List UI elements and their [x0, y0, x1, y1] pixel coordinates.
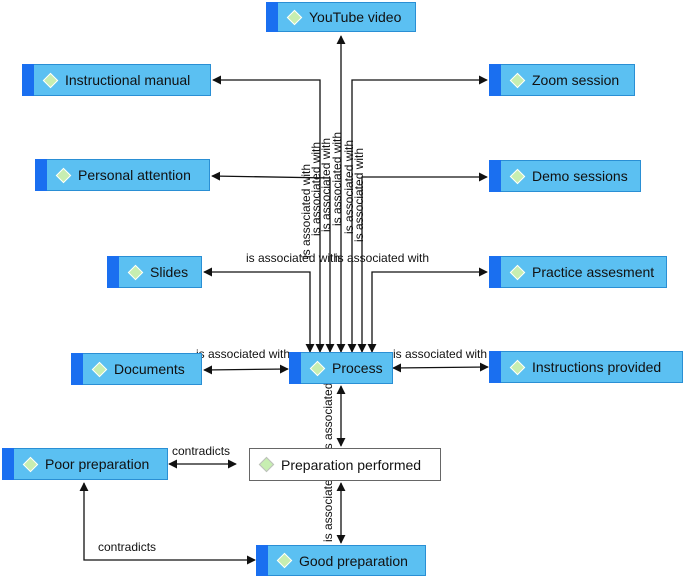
- node-bar: [266, 2, 278, 32]
- edge-label-poor-good: contradicts: [98, 540, 157, 554]
- diamond-icon: [509, 72, 526, 88]
- node-bar: [489, 64, 501, 96]
- node-label: Slides: [150, 264, 189, 280]
- edge-process-slides: [203, 267, 315, 353]
- diamond-icon: [127, 264, 144, 280]
- node-bar: [107, 256, 119, 288]
- node-preparation-performed[interactable]: Preparation performed: [238, 448, 441, 481]
- node-process[interactable]: Process: [289, 352, 393, 384]
- node-label: Process: [332, 360, 383, 376]
- diamond-icon: [22, 456, 39, 472]
- diamond-icon: [309, 360, 326, 376]
- diamond-icon: [91, 361, 108, 377]
- node-practice-assesment[interactable]: Practice assesment: [489, 256, 667, 288]
- node-label: Preparation performed: [281, 456, 422, 473]
- node-label: Instructional manual: [65, 72, 191, 88]
- node-bar: [71, 353, 83, 385]
- edge-label-poor-prep: contradicts: [172, 444, 231, 458]
- edge-process-documents: [203, 364, 289, 375]
- node-documents[interactable]: Documents: [71, 353, 202, 385]
- node-instructions-provided[interactable]: Instructions provided: [489, 351, 683, 383]
- edge-label-practice-h: is associated with: [335, 251, 430, 265]
- node-label: YouTube video: [309, 9, 402, 25]
- node-poor-preparation[interactable]: Poor preparation: [2, 448, 168, 480]
- diamond-icon: [509, 359, 526, 375]
- diamond-icon: [276, 552, 293, 569]
- node-label: Poor preparation: [45, 456, 150, 472]
- edge-process-personal: [211, 171, 335, 353]
- edge-label-slides-h: is associated with: [246, 251, 341, 265]
- edge-process-practice: [367, 267, 488, 353]
- node-zoom-session[interactable]: Zoom session: [489, 64, 635, 96]
- edge-label-documents: is associated with: [196, 347, 291, 361]
- edge-label-instructions: is associated with: [393, 347, 488, 361]
- node-slides[interactable]: Slides: [107, 256, 202, 288]
- node-good-preparation[interactable]: Good preparation: [256, 545, 426, 576]
- diamond-icon: [55, 167, 72, 183]
- node-label: Zoom session: [532, 72, 620, 88]
- node-label: Good preparation: [299, 552, 408, 569]
- diamond-icon: [42, 72, 59, 88]
- node-instructional-manual[interactable]: Instructional manual: [22, 64, 211, 96]
- diamond-icon: [509, 264, 526, 280]
- node-bar: [489, 351, 501, 383]
- diamond-icon: [286, 9, 303, 25]
- edge-poor-good: [79, 482, 256, 565]
- edge-process-instructions: [392, 362, 489, 373]
- node-bar: [238, 448, 250, 481]
- edge-process-demo: [357, 172, 488, 353]
- node-bar: [256, 545, 268, 576]
- node-demo-sessions[interactable]: Demo sessions: [489, 160, 641, 192]
- diamond-icon: [509, 168, 526, 184]
- node-label: Instructions provided: [532, 359, 662, 375]
- node-label: Personal attention: [78, 167, 191, 183]
- node-bar: [35, 159, 47, 191]
- node-bar: [289, 352, 301, 384]
- edge-label-demo: is associated with: [352, 147, 366, 242]
- node-label: Documents: [114, 361, 185, 377]
- node-bar: [489, 160, 501, 192]
- node-youtube-video[interactable]: YouTube video: [266, 2, 416, 32]
- node-bar: [489, 256, 501, 288]
- node-bar: [22, 64, 34, 96]
- diamond-icon: [258, 456, 275, 473]
- edge-process-zoom: [347, 75, 488, 353]
- node-bar: [2, 448, 14, 480]
- node-label: Demo sessions: [532, 168, 628, 184]
- node-label: Practice assesment: [532, 264, 655, 280]
- node-personal-attention[interactable]: Personal attention: [35, 159, 210, 191]
